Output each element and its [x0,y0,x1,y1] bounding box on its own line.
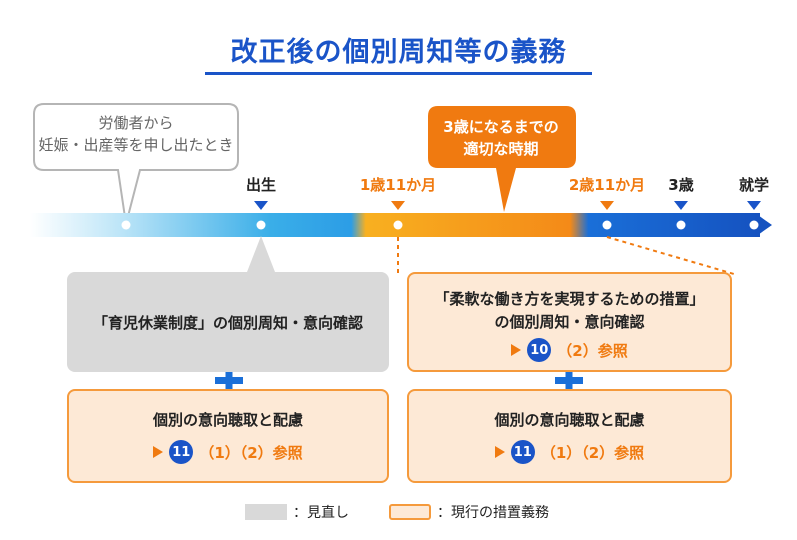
play-arrow-icon [494,446,505,458]
legend-swatch-gray [245,504,287,520]
hearing-left-reference[interactable]: 11 （1）（2）参照 [69,440,387,464]
tick-label-1y11m: 1歳11か月 [359,176,437,194]
hearing-right-title: 個別の意向聴取と配慮 [494,411,645,429]
childcare-leave-text: 「育児休業制度」の個別周知・意向確認 [92,313,363,332]
callout-orange-bubble [428,106,576,212]
hearing-left-title: 個別の意向聴取と配慮 [152,411,303,429]
legend-swatch-orange [389,504,431,520]
timeline-dot-birth [256,220,266,230]
tick-label-2y11m: 2歳11か月 [568,176,646,194]
tick-label-3y: 3歳 [668,176,694,194]
timeline-dot-2y11m [602,220,612,230]
plus-icon-left [215,366,243,395]
dotted-connector-right [606,236,735,275]
legend: ：見直し ：現行の措置義務 [245,502,549,522]
legend-label-revised: ：見直し [293,505,349,521]
timeline-dot-1y11m [393,220,403,230]
callout-birth-line1: 労働者から [98,114,174,132]
tick-marker-2y11m [600,201,614,210]
callout-timing-line2: 適切な時期 [463,140,539,158]
reference-number-badge: 11 [510,440,535,464]
hearing-box-right: 個別の意向聴取と配慮 11 （1）（2）参照 [407,389,732,483]
reference-text: （1）（2）参照 [540,443,645,462]
legend-label-existing: ：現行の措置義務 [437,505,549,521]
tick-label-school: 就学 [738,176,770,194]
reference-text: （2）参照 [557,341,628,360]
callout-gray-bubble [33,103,239,225]
timeline-arrowhead [755,213,772,237]
hearing-right-reference[interactable]: 11 （1）（2）参照 [409,440,730,464]
callout-timing: 3歳になるまでの 適切な時期 [428,116,574,160]
timeline-dot-school [749,220,759,230]
hearing-box-left: 個別の意向聴取と配慮 11 （1）（2）参照 [67,389,389,483]
timeline-dot-3y [676,220,686,230]
play-arrow-icon [153,446,164,458]
flexible-work-box: 「柔軟な働き方を実現するための措置」 の個別周知・意向確認 10 （2）参照 [407,272,732,372]
legend-item-revised: ：見直し [245,502,349,522]
callout-timing-line1: 3歳になるまでの [443,118,559,136]
flexible-work-reference[interactable]: 10 （2）参照 [409,338,730,362]
reference-number-badge: 11 [169,440,194,464]
tick-marker-3y [674,201,688,210]
reference-number-badge: 10 [527,338,552,362]
tick-marker-1y11m [391,201,405,210]
tick-marker-school [747,201,761,210]
timeline-dot-request [121,220,131,230]
gray-box-pointer [247,236,275,272]
callout-birth-line2: 妊娠・出産等を申し出たとき [38,136,234,154]
childcare-leave-box: 「育児休業制度」の個別周知・意向確認 [67,272,389,372]
page-title: 改正後の個別周知等の義務 [230,37,567,68]
title-underline [205,72,592,75]
flexible-work-line1: 「柔軟な働き方を実現するための措置」 [434,290,705,308]
play-arrow-icon [511,344,522,356]
flexible-work-line2: の個別周知・意向確認 [494,313,645,331]
legend-item-existing: ：現行の措置義務 [389,502,549,522]
plus-icon-right [555,366,583,395]
callout-birth-notice: 労働者から 妊娠・出産等を申し出たとき [34,112,238,156]
tick-label-birth: 出生 [245,176,277,194]
reference-text: （1）（2）参照 [199,443,303,462]
tick-marker-birth [254,201,268,210]
